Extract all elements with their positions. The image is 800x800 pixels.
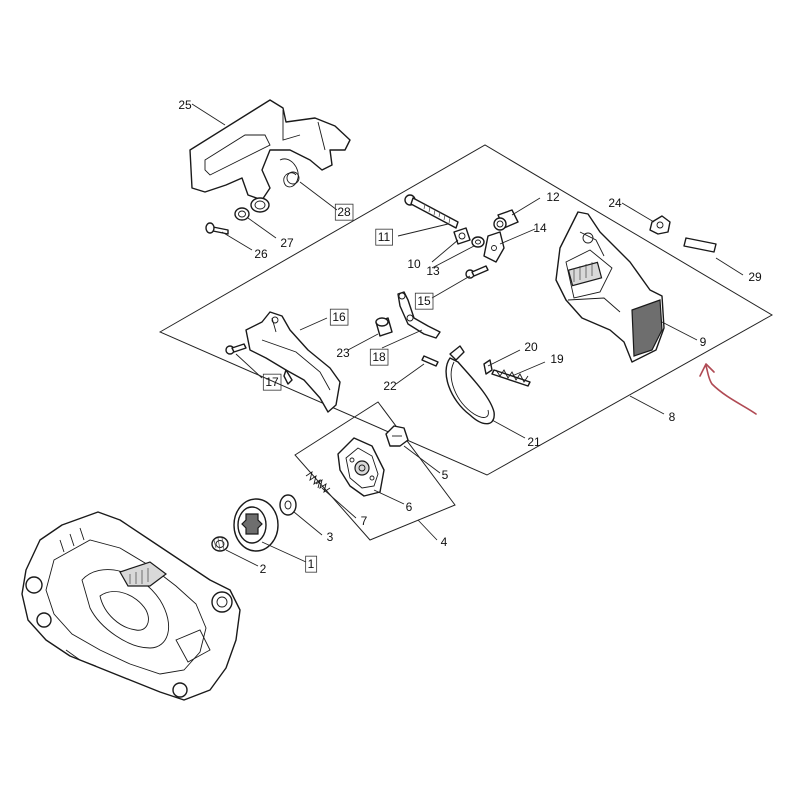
brake-link-part [397, 291, 441, 339]
adjuster-part-12 [493, 209, 519, 231]
bushing-part [234, 207, 250, 221]
brake-lever-part [245, 311, 341, 413]
callout-13: 13 [426, 264, 440, 278]
crankcase-part [21, 511, 241, 701]
callout-box-11 [375, 228, 393, 246]
tensioner-plate-part [483, 231, 505, 263]
needle-bearing-part [211, 536, 229, 552]
callout-6: 6 [406, 500, 413, 514]
sprocket-cover-part [555, 211, 665, 363]
screw-part-17 [225, 343, 247, 355]
callout-18: 18 [372, 350, 386, 364]
callout-8: 8 [669, 410, 676, 424]
callout-15: 15 [417, 294, 431, 308]
red-arrow-annotation [699, 363, 757, 415]
callout-5: 5 [442, 468, 449, 482]
callout-20: 20 [524, 340, 538, 354]
washer-part-13 [471, 236, 485, 248]
spring-part-19 [491, 369, 531, 387]
callout-28: 28 [337, 205, 351, 219]
callout-box-16 [329, 308, 349, 326]
callout-box-15 [414, 292, 434, 310]
callout-23: 23 [336, 346, 350, 360]
bracket-part-20 [483, 359, 493, 375]
long-bolt-part [404, 194, 459, 229]
callout-box-1 [305, 555, 318, 573]
screw-part-26 [205, 222, 229, 235]
nut-part-24 [649, 215, 671, 235]
callout-21: 21 [527, 435, 541, 449]
clutch-shoe-part [385, 425, 409, 447]
callout-16: 16 [332, 310, 346, 324]
callout-1: 1 [308, 557, 315, 571]
callout-3: 3 [327, 530, 334, 544]
callout-box-18 [369, 348, 389, 366]
spring-clip-part [279, 158, 300, 188]
callout-2: 2 [260, 562, 267, 576]
callout-11: 11 [378, 230, 391, 244]
callout-10: 10 [407, 257, 421, 271]
callout-9: 9 [700, 335, 707, 349]
assembly-frame-8 [158, 144, 774, 476]
label-part-29 [683, 237, 717, 253]
screw-part-15 [465, 265, 489, 279]
clutch-hub-part [337, 437, 385, 497]
front-hand-guard-part [189, 99, 351, 213]
sleeve-part-23 [375, 317, 393, 337]
brake-band-part [445, 345, 495, 425]
callout-24: 24 [608, 196, 622, 210]
leader-lines [191, 103, 744, 567]
callout-27: 27 [280, 236, 294, 250]
callout-12: 12 [546, 190, 560, 204]
sprocket-drum-part [233, 498, 279, 552]
callout-29: 29 [748, 270, 762, 284]
callout-box-28 [334, 203, 354, 221]
callout-14: 14 [533, 221, 547, 235]
callout-7: 7 [361, 514, 368, 528]
callout-17: 17 [265, 375, 279, 389]
callout-4: 4 [441, 535, 448, 549]
callout-25: 25 [178, 98, 192, 112]
callout-box-17 [262, 373, 282, 391]
pin-part-22 [421, 355, 439, 367]
callout-19: 19 [550, 352, 564, 366]
callout-26: 26 [254, 247, 268, 261]
washer-part-3 [279, 494, 297, 516]
callout-22: 22 [383, 379, 397, 393]
clutch-spring-part [305, 470, 331, 494]
assembly-frame-4 [294, 401, 456, 541]
